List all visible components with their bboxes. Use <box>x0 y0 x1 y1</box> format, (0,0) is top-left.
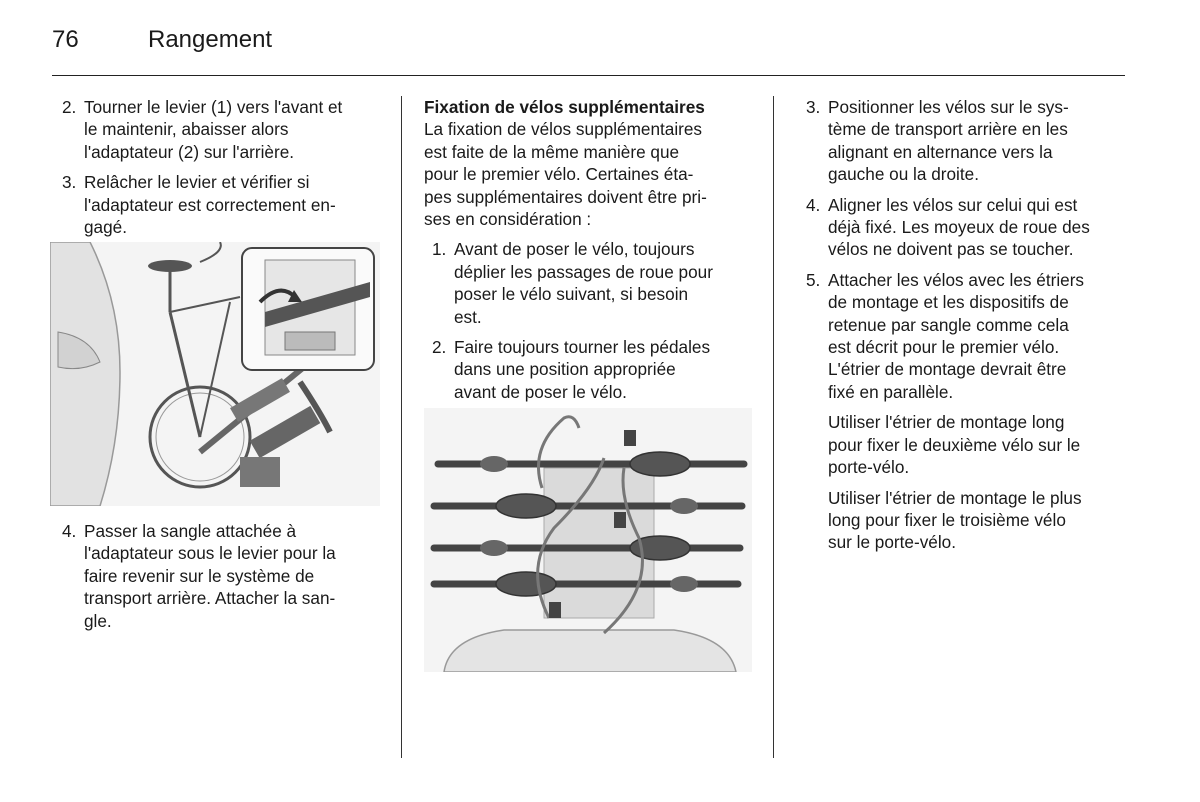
item-number: 3. <box>62 172 77 193</box>
page-title: Rangement <box>148 26 273 53</box>
item-text-line: faire revenir sur le système de <box>84 565 315 586</box>
note-line: pour fixer le deuxième vélo sur le <box>828 434 1081 455</box>
item-text-line: de montage et les dispositifs de <box>828 292 1069 313</box>
item-text-line: est. <box>454 306 482 327</box>
item-text-line: vélos ne doivent pas se toucher. <box>828 239 1074 260</box>
list-item-2: 2. Faire toujours tourner les pédales da… <box>432 336 759 403</box>
item-text-line: l'adaptateur sous le levier pour la <box>84 543 336 564</box>
column-2: Fixation de vélos supplémentaires La fix… <box>424 96 759 411</box>
item-text-line: gagé. <box>84 217 128 238</box>
list-item-4: 4. Aligner les vélos sur celui qui est d… <box>806 194 1126 261</box>
intro-paragraph: La fixation de vélos supplémentaires est… <box>424 118 759 230</box>
column-divider-1 <box>401 96 402 758</box>
item-text-line: Relâcher le levier et vérifier si <box>84 172 310 193</box>
item-number: 4. <box>806 194 821 215</box>
item-text-line: avant de poser le vélo. <box>454 381 627 402</box>
item-text-line: Positionner les vélos sur le sys‑ <box>828 97 1069 117</box>
item-text-line: gauche ou la droite. <box>828 164 979 185</box>
list-item-2: 2. Tourner le levier (1) vers l'avant et… <box>62 96 392 163</box>
item-number: 1. <box>432 239 447 260</box>
item-number: 5. <box>806 269 821 290</box>
item-text-line: Passer la sangle attachée à <box>84 521 297 541</box>
item-text-line: est décrit pour le premier vélo. <box>828 337 1060 358</box>
list-item-3: 3. Positionner les vélos sur le sys‑ tèm… <box>806 96 1126 186</box>
column-3: 3. Positionner les vélos sur le sys‑ tèm… <box>806 96 1126 562</box>
item-text-line: Avant de poser le vélo, toujours <box>454 239 695 260</box>
note-line: porte‑vélo. <box>828 457 910 478</box>
column-1: 2. Tourner le levier (1) vers l'avant et… <box>62 96 392 246</box>
item-text-line: l'adaptateur (2) sur l'arrière. <box>84 141 295 162</box>
intro-line: pour le premier vélo. Certaines éta‑ <box>424 164 694 185</box>
item-text-line: L'étrier de montage devrait être <box>828 359 1067 380</box>
page-number: 76 <box>52 26 79 53</box>
item-text-line: Aligner les vélos sur celui qui est <box>828 194 1078 215</box>
note-line: Utiliser l'étrier de montage le plus <box>828 487 1082 508</box>
column-1-lower: 4. Passer la sangle attachée à l'adaptat… <box>62 520 392 640</box>
intro-line: pes supplémentaires doivent être pri‑ <box>424 186 707 207</box>
item-number: 3. <box>806 97 821 117</box>
item-text-line: dans une position appropriée <box>454 359 676 380</box>
intro-line: ses en considération : <box>424 209 592 230</box>
list-item-4: 4. Passer la sangle attachée à l'adaptat… <box>62 520 392 632</box>
item-text-line: poser le vélo suivant, si besoin <box>454 284 689 305</box>
item-number: 2. <box>432 337 447 358</box>
note-line: Utiliser l'étrier de montage long <box>828 412 1065 433</box>
item-text-line: gle. <box>84 610 112 631</box>
list-item-3: 3. Relâcher le levier et vérifier si l'a… <box>62 171 392 238</box>
header-rule <box>52 75 1125 76</box>
item-text-line: tème de transport arrière en les <box>828 119 1068 140</box>
figure-rear-carrier-adapter <box>50 242 380 506</box>
item-text-line: Tourner le levier (1) vers l'avant et <box>84 97 343 117</box>
note-paragraph-2: Utiliser l'étrier de montage le plus lon… <box>806 487 1126 554</box>
item-text-line: Faire toujours tourner les pédales <box>454 337 711 358</box>
item-text-line: le maintenir, abaisser alors <box>84 119 289 140</box>
item-text-line: l'adaptateur est correctement en‑ <box>84 194 336 215</box>
item-text-line: transport arrière. Attacher la san‑ <box>84 588 336 609</box>
item-text-line: déjà fixé. Les moyeux de roue des <box>828 217 1090 238</box>
item-number: 4. <box>62 521 77 541</box>
list-item-1: 1. Avant de poser le vélo, toujours dépl… <box>432 238 759 328</box>
item-text-line: retenue par sangle comme cela <box>828 314 1069 335</box>
intro-line: La fixation de vélos supplémentaires <box>424 119 703 140</box>
note-line: long pour fixer le troisième vélo <box>828 509 1066 530</box>
note-paragraph-1: Utiliser l'étrier de montage long pour f… <box>806 411 1126 478</box>
list-item-5: 5. Attacher les vélos avec les étriers d… <box>806 269 1126 403</box>
column-divider-2 <box>773 96 774 758</box>
intro-line: est faite de la même manière que <box>424 141 680 162</box>
item-number: 2. <box>62 97 77 117</box>
item-text-line: déplier les passages de roue pour <box>454 261 713 282</box>
item-text-line: Attacher les vélos avec les étriers <box>828 269 1085 290</box>
note-line: sur le porte‑vélo. <box>828 532 957 553</box>
figure-bikes-top-view <box>424 408 752 672</box>
item-text-line: alignant en alternance vers la <box>828 141 1053 162</box>
item-text-line: fixé en parallèle. <box>828 381 954 402</box>
section-subheading: Fixation de vélos supplémentaires <box>424 97 705 117</box>
